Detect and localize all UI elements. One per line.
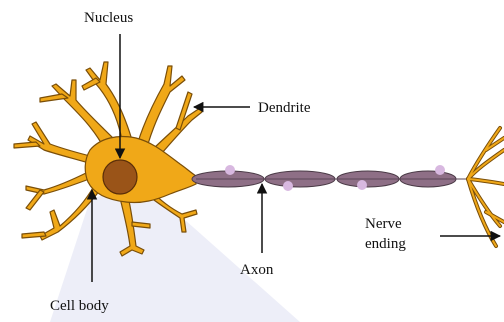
node-dot: [357, 180, 367, 190]
cell-body: [85, 137, 196, 203]
nucleus: [103, 160, 137, 194]
node-dot: [435, 165, 445, 175]
axon-label: Axon: [240, 262, 274, 278]
cell-body-label: Cell body: [50, 298, 109, 314]
nerve-ending-label-line2: ending: [365, 236, 406, 252]
nucleus-label: Nucleus: [84, 10, 133, 26]
node-dot: [225, 165, 235, 175]
node-dot: [283, 181, 293, 191]
nerve-ending-label-line1: Nerve: [365, 216, 402, 232]
dendrite-label: Dendrite: [258, 100, 311, 116]
